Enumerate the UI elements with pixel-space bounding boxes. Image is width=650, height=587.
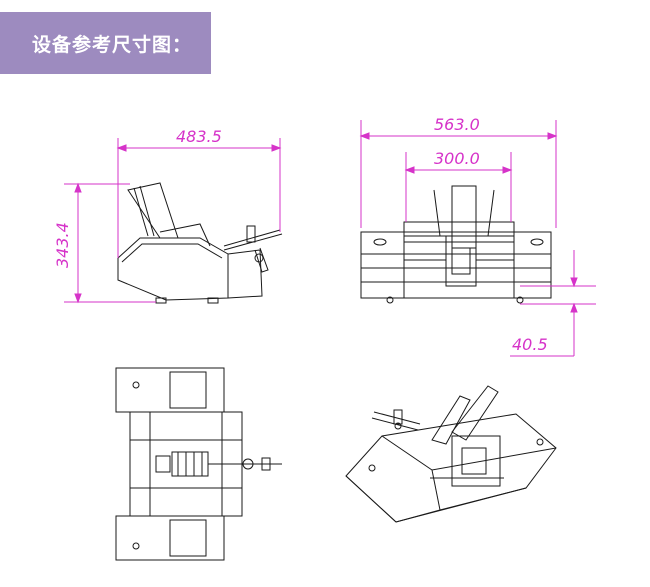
top-view [115,367,282,561]
side-width-label: 483.5 [176,127,222,146]
section-header: 设备参考尺寸图： [0,12,211,74]
side-view-dimensions [64,138,282,304]
front-width-label: 563.0 [434,115,480,134]
front-foot-label: 40.5 [512,335,548,354]
isometric-view [345,385,557,523]
front-view-dimensions [359,120,596,357]
front-view [360,185,552,304]
side-view [117,182,283,304]
front-inner-width-label: 300.0 [434,149,480,168]
side-height-label: 343.4 [53,222,72,268]
section-title: 设备参考尺寸图： [32,33,193,56]
